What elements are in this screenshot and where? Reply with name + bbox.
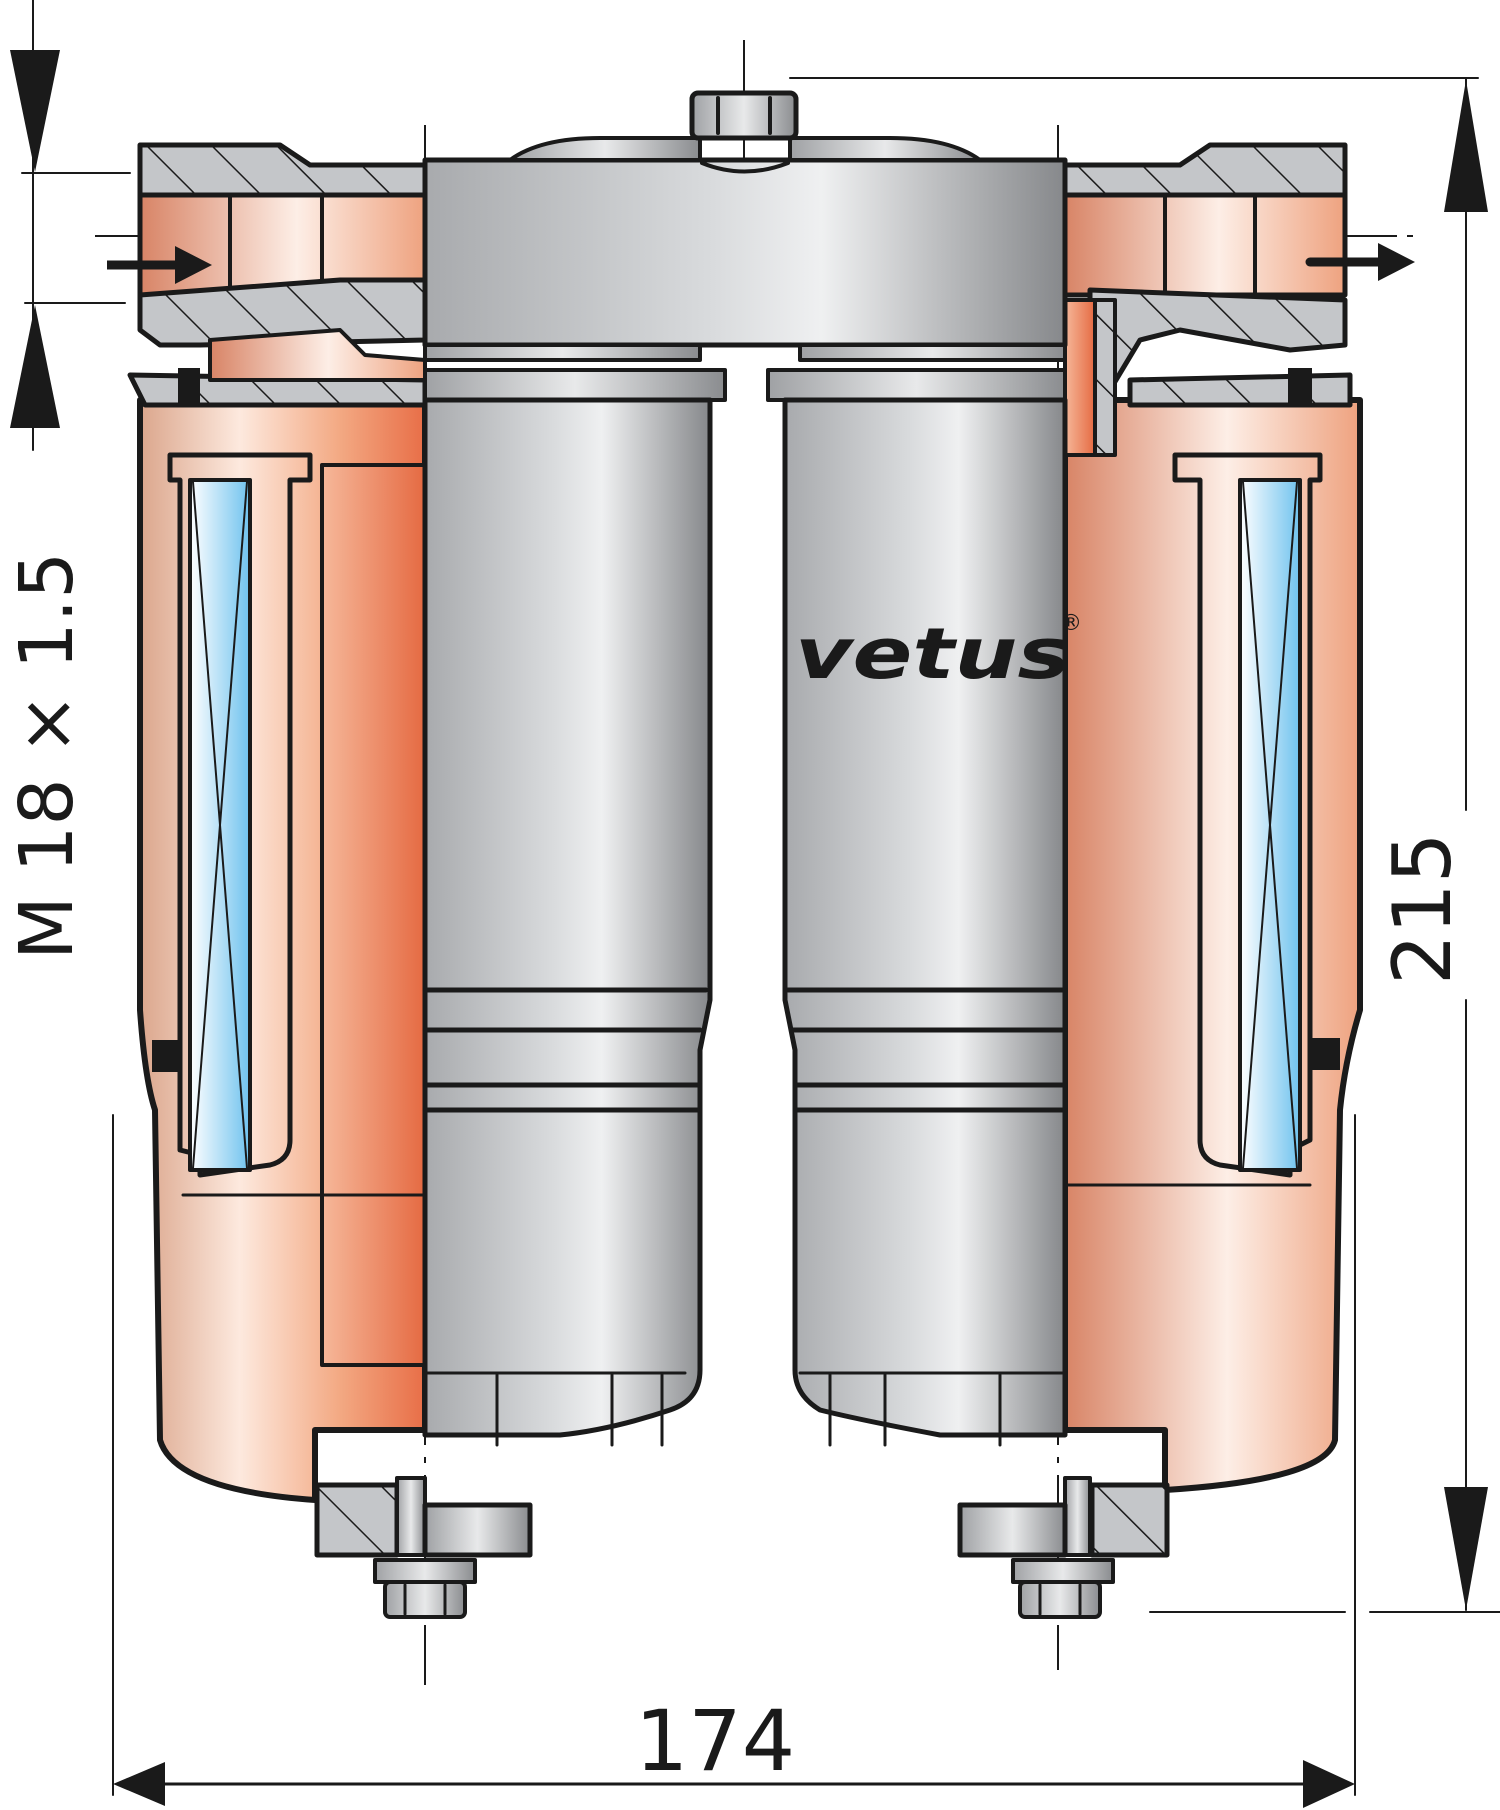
- thread-label: M 18 × 1.5: [4, 552, 90, 960]
- right-drain-assembly: [957, 1476, 1170, 1619]
- arrow-up-icon: [10, 305, 60, 428]
- arrow-right-icon: [1303, 1760, 1355, 1808]
- width-dimension: 174: [112, 1114, 1356, 1808]
- arrow-down-icon: [1444, 1487, 1488, 1610]
- top-bolt: [689, 90, 799, 141]
- flow-arrows: [107, 243, 1415, 284]
- arrow-down-icon: [10, 50, 60, 172]
- right-housing: [1062, 397, 1363, 1493]
- registered-mark: ®: [1060, 611, 1082, 636]
- left-filter-cartridge: [422, 343, 727, 1447]
- top-head: [127, 90, 1353, 457]
- thread-dimension: M 18 × 1.5: [4, 0, 131, 960]
- height-dimension: 215: [789, 77, 1500, 1613]
- vetus-logo: vetus: [795, 613, 1070, 695]
- left-housing: [137, 397, 428, 1503]
- right-filter-cartridge: vetus ®: [766, 343, 1082, 1447]
- height-label: 215: [1376, 832, 1469, 985]
- left-drain-bolt: [383, 1580, 467, 1619]
- left-drain-assembly: [314, 1476, 533, 1619]
- width-label: 174: [635, 1692, 795, 1790]
- outlet-arrow-icon: [1305, 243, 1415, 281]
- arrow-up-icon: [1444, 80, 1488, 212]
- arrow-left-icon: [113, 1762, 165, 1806]
- right-drain-bolt: [1018, 1580, 1102, 1619]
- inlet-arrow-icon: [107, 246, 212, 284]
